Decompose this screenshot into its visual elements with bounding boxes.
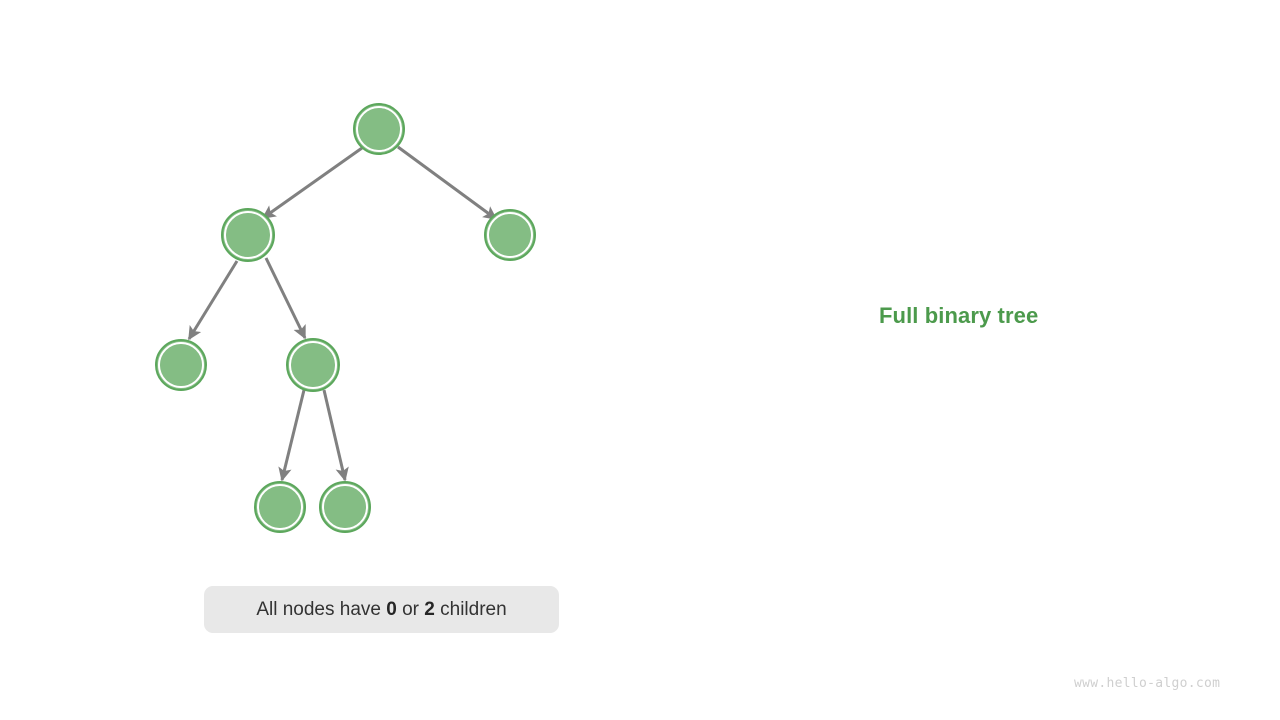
tree-node-inner-ring bbox=[487, 212, 533, 258]
tree-node-fill bbox=[489, 214, 531, 256]
tree-node-fill bbox=[259, 486, 301, 528]
tree-node[interactable] bbox=[221, 208, 275, 262]
caption-prefix: All nodes have bbox=[256, 598, 387, 620]
tree-nodes bbox=[155, 103, 536, 533]
tree-node-inner-ring bbox=[356, 106, 402, 152]
tree-node[interactable] bbox=[484, 209, 536, 261]
tree-node-inner-ring bbox=[224, 211, 272, 259]
tree-node-fill bbox=[324, 486, 366, 528]
caption-middle: or bbox=[396, 598, 425, 620]
tree-node[interactable] bbox=[254, 481, 306, 533]
tree-node-fill bbox=[226, 213, 270, 257]
tree-edge bbox=[264, 257, 307, 340]
tree-node-inner-ring bbox=[257, 484, 303, 530]
caption-count-zero: 0 bbox=[386, 598, 397, 620]
tree-edge bbox=[322, 389, 349, 482]
tree-node[interactable] bbox=[286, 338, 340, 392]
tree-edge bbox=[278, 389, 306, 482]
caption-count-two: 2 bbox=[424, 598, 435, 620]
caption-text: All nodes have 0 or 2 children bbox=[256, 599, 506, 621]
page-title: Full binary tree bbox=[879, 303, 1039, 328]
caption-suffix: children bbox=[434, 598, 507, 620]
tree-node[interactable] bbox=[319, 481, 371, 533]
watermark-url: www.hello-algo.com bbox=[1074, 676, 1221, 691]
tree-node-fill bbox=[358, 108, 400, 150]
tree-node-inner-ring bbox=[289, 341, 337, 389]
tree-node-fill bbox=[291, 343, 335, 387]
tree-node-inner-ring bbox=[158, 342, 204, 388]
tree-edge bbox=[187, 260, 239, 341]
tree-edge bbox=[261, 146, 363, 220]
tree-node[interactable] bbox=[353, 103, 405, 155]
caption-badge: All nodes have 0 or 2 children bbox=[204, 586, 559, 633]
tree-node-inner-ring bbox=[322, 484, 368, 530]
tree-node[interactable] bbox=[155, 339, 207, 391]
tree-node-fill bbox=[160, 344, 202, 386]
tree-edge bbox=[397, 145, 498, 221]
tree-edges bbox=[187, 145, 498, 482]
